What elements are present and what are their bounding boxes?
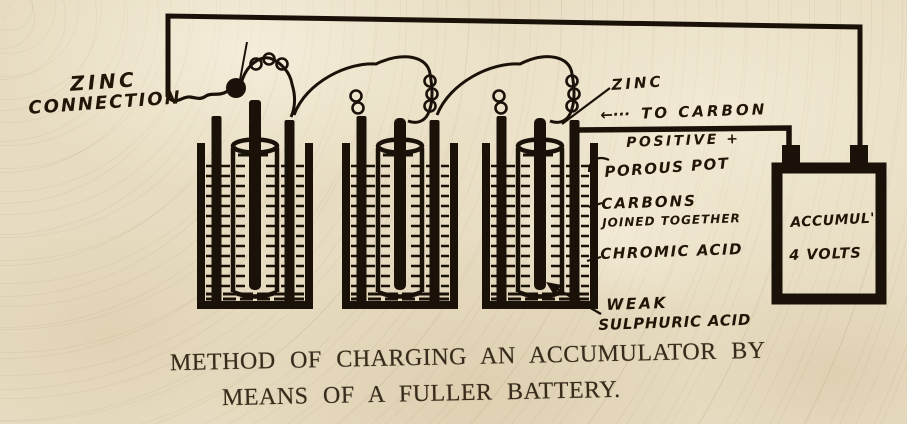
coil-loop xyxy=(351,101,365,115)
coil-loop xyxy=(249,57,263,71)
coil-loop xyxy=(423,74,437,88)
coil-loop xyxy=(423,99,437,113)
wire-carbon-to-accumulator-positive xyxy=(576,125,792,148)
wire-zinc-connection-lead xyxy=(166,89,229,103)
coil-loop xyxy=(494,101,508,115)
leader-carbons xyxy=(588,201,603,209)
coil-loop xyxy=(349,89,363,103)
coil-loop xyxy=(565,74,579,88)
accumulator-terminal-positive xyxy=(782,145,800,165)
wire-zinc-to-accumulator xyxy=(165,13,863,148)
coil-loop xyxy=(567,87,581,101)
coil-loop xyxy=(425,87,439,101)
leader-zinc-label xyxy=(561,87,611,125)
cell-1 xyxy=(201,116,309,305)
label-carbons: CARBONS xyxy=(600,191,698,213)
connector-cell2-cell3 xyxy=(435,55,576,124)
coil-loop xyxy=(275,57,289,71)
left-arrow-icon: ←··· xyxy=(599,104,631,124)
accumulator-box xyxy=(771,162,887,305)
leader-sulphuric-acid xyxy=(551,284,602,316)
coil-loop xyxy=(565,99,579,113)
coil-loop xyxy=(492,89,506,103)
accumulator-voltage-label: 4 VOLTS xyxy=(789,245,863,264)
label-zinc: ZINC xyxy=(610,72,665,94)
label-weak: WEAK xyxy=(605,293,669,314)
cell-2 xyxy=(346,116,454,305)
leader-arrowhead xyxy=(546,282,562,295)
cell1-zinc-terminal xyxy=(249,100,261,124)
leader-porous-pot xyxy=(587,156,610,173)
leader-chromic-acid xyxy=(586,255,602,263)
zinc-terminal-pin xyxy=(239,41,248,81)
cell-3 xyxy=(486,116,594,305)
accumulator-terminal-negative xyxy=(850,145,868,165)
connector-cell1-cell2 xyxy=(292,55,434,124)
coil-loop xyxy=(262,52,276,66)
